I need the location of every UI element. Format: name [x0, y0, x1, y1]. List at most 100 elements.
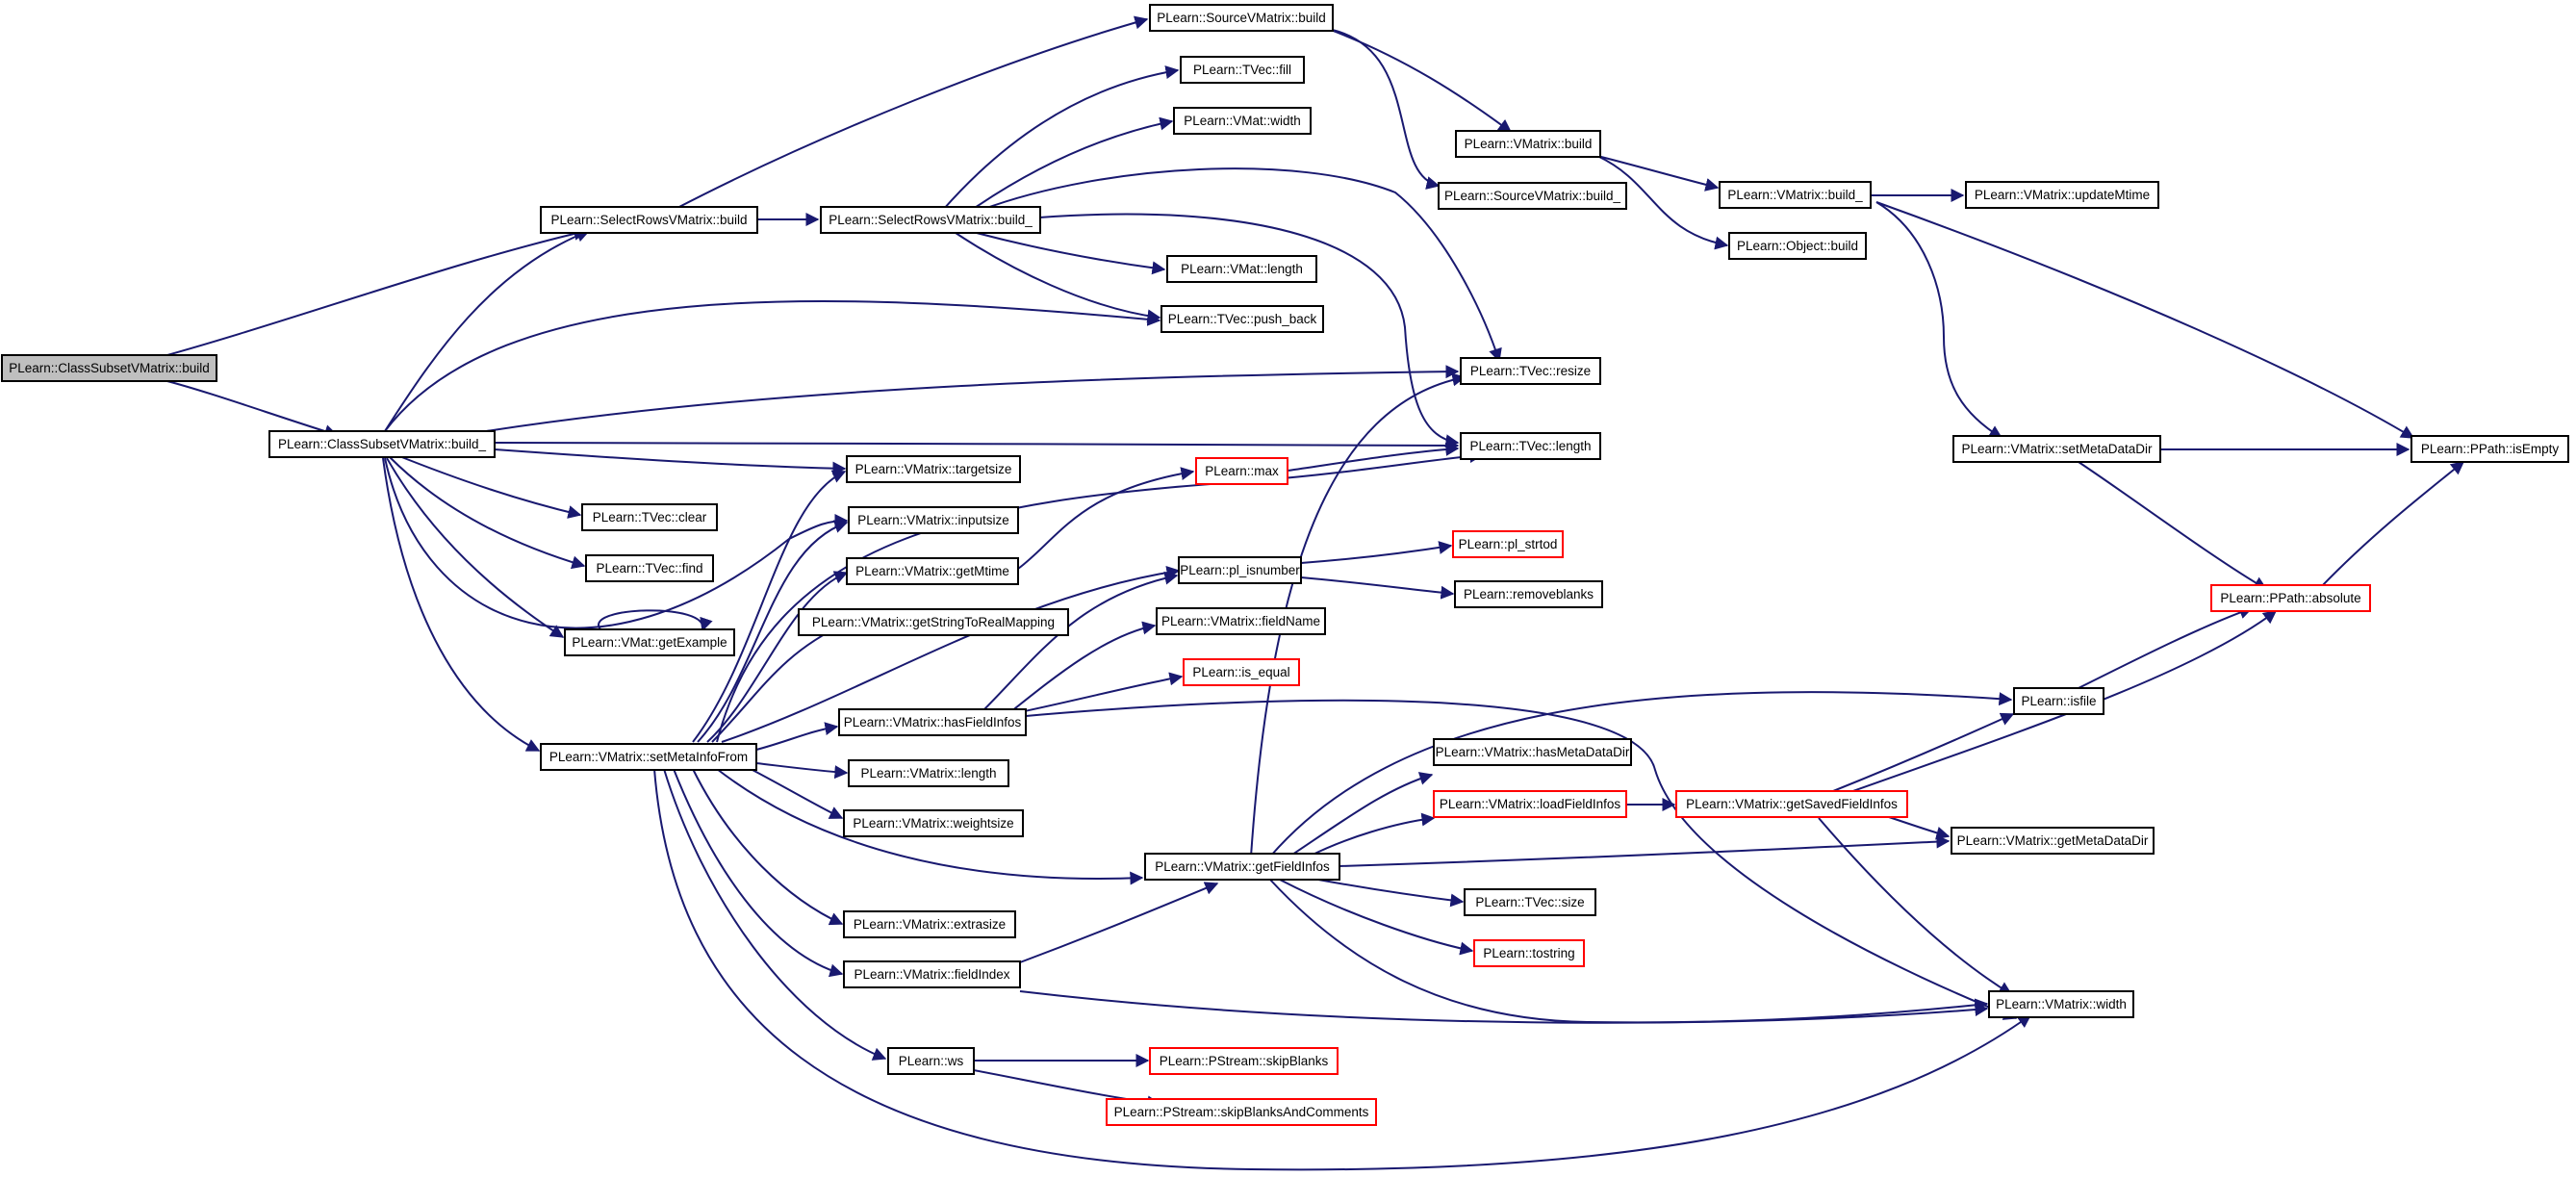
edge-srvbuild_-tveclength: [1038, 213, 1460, 448]
node-vmatrix-build_[interactable]: PLearn::VMatrix::build_: [1719, 181, 1872, 209]
svg-text:PLearn::pl_strtod: PLearn::pl_strtod: [1459, 537, 1558, 551]
svg-text:PLearn::ClassSubsetVMatrix::bu: PLearn::ClassSubsetVMatrix::build: [9, 361, 210, 375]
node-isfile[interactable]: PLearn::isfile: [2013, 687, 2104, 715]
node-vmat-width[interactable]: PLearn::VMat::width: [1173, 107, 1312, 135]
svg-text:PLearn::PPath::absolute: PLearn::PPath::absolute: [2220, 591, 2360, 605]
node-vmatrix-getsavedfieldinfos[interactable]: PLearn::VMatrix::getSavedFieldInfos: [1675, 790, 1908, 818]
node-vmatrix-targetsize[interactable]: PLearn::VMatrix::targetsize: [846, 455, 1021, 483]
edge-csvbuild_-tveclength: [494, 438, 1460, 452]
edge-srvbuild_-vmatlength: [961, 228, 1166, 275]
node-vmatrix-loadfieldinfos[interactable]: PLearn::VMatrix::loadFieldInfos: [1433, 790, 1627, 818]
node-vmatrix-hasmetadatadir[interactable]: PLearn::VMatrix::hasMetaDataDir: [1433, 738, 1632, 766]
svg-text:PLearn::TVec::fill: PLearn::TVec::fill: [1193, 63, 1291, 77]
node-tvec-find[interactable]: PLearn::TVec::find: [585, 554, 714, 582]
nodes: PLearn::ClassSubsetVMatrix::build PLearn…: [1, 4, 2569, 1126]
svg-text:PLearn::SelectRowsVMatrix::bui: PLearn::SelectRowsVMatrix::build: [550, 213, 747, 227]
edge-srvbuild_-fill: [942, 65, 1180, 211]
edge-smif-getfieldinfos: [716, 768, 1144, 885]
edge-vmbuild_-setmetadatadir: [1875, 201, 2003, 439]
node-vmatrix-setmetadatadir[interactable]: PLearn::VMatrix::setMetaDataDir: [1952, 435, 2161, 463]
edge-svmbuild-svmbuild_: [1327, 28, 1441, 190]
node-pstream-skipblanksandcomments[interactable]: PLearn::PStream::skipBlanksAndComments: [1106, 1098, 1377, 1126]
svg-text:PLearn::SourceVMatrix::build_: PLearn::SourceVMatrix::build_: [1444, 189, 1621, 203]
node-ws[interactable]: PLearn::ws: [887, 1047, 975, 1075]
node-vmatrix-width[interactable]: PLearn::VMatrix::width: [1988, 990, 2134, 1018]
node-pl_isnumber[interactable]: PLearn::pl_isnumber: [1178, 556, 1302, 584]
node-pstream-skipblanks[interactable]: PLearn::PStream::skipBlanks: [1149, 1047, 1339, 1075]
node-object-build[interactable]: PLearn::Object::build: [1728, 232, 1867, 260]
node-vmatrix-getfieldinfos[interactable]: PLearn::VMatrix::getFieldInfos: [1144, 853, 1340, 881]
node-classsubsetvmatrix-build_[interactable]: PLearn::ClassSubsetVMatrix::build_: [268, 430, 496, 458]
node-selectrowsvmatrix-build[interactable]: PLearn::SelectRowsVMatrix::build: [540, 206, 758, 234]
node-ppath-absolute[interactable]: PLearn::PPath::absolute: [2210, 584, 2371, 612]
svg-text:PLearn::ws: PLearn::ws: [899, 1054, 964, 1068]
node-selectrowsvmatrix-build_[interactable]: PLearn::SelectRowsVMatrix::build_: [820, 206, 1041, 234]
edge-smif-hasfieldinfos: [755, 722, 839, 751]
node-vmat-getexample[interactable]: PLearn::VMat::getExample: [564, 628, 735, 656]
node-is_equal[interactable]: PLearn::is_equal: [1183, 658, 1300, 686]
svg-text:PLearn::VMatrix::fieldName: PLearn::VMatrix::fieldName: [1161, 614, 1320, 628]
svg-text:PLearn::isfile: PLearn::isfile: [2021, 694, 2096, 708]
svg-text:PLearn::is_equal: PLearn::is_equal: [1192, 665, 1289, 679]
node-vmatrix-weightsize[interactable]: PLearn::VMatrix::weightsize: [843, 809, 1024, 837]
svg-text:PLearn::VMatrix::getFieldInfos: PLearn::VMatrix::getFieldInfos: [1155, 859, 1330, 874]
svg-text:PLearn::removeblanks: PLearn::removeblanks: [1464, 587, 1594, 601]
node-vmat-length[interactable]: PLearn::VMat::length: [1166, 255, 1317, 283]
node-classsubsetvmatrix-build[interactable]: PLearn::ClassSubsetVMatrix::build: [1, 354, 217, 382]
edge-csvbuild-csvbuild_: [163, 379, 339, 438]
node-tvec-fill[interactable]: PLearn::TVec::fill: [1180, 56, 1305, 84]
edge-vmbuild_-isempty: [1875, 201, 2415, 439]
node-removeblanks[interactable]: PLearn::removeblanks: [1454, 580, 1603, 608]
node-vmatrix-build[interactable]: PLearn::VMatrix::build: [1455, 130, 1601, 158]
svg-text:PLearn::TVec::length: PLearn::TVec::length: [1469, 439, 1591, 453]
edge-gfi-resize: [1250, 372, 1467, 857]
svg-text:PLearn::VMatrix::targetsize: PLearn::VMatrix::targetsize: [855, 462, 1012, 476]
edge-gfi-tvecsize: [1317, 879, 1465, 908]
edge-csvbuild_-targetsize: [494, 448, 847, 475]
node-vmatrix-fieldindex[interactable]: PLearn::VMatrix::fieldIndex: [843, 960, 1021, 988]
svg-text:PLearn::SelectRowsVMatrix::bui: PLearn::SelectRowsVMatrix::build_: [829, 213, 1033, 227]
svg-text:PLearn::pl_isnumber: PLearn::pl_isnumber: [1180, 563, 1300, 577]
node-vmatrix-getmtime[interactable]: PLearn::VMatrix::getMtime: [846, 557, 1019, 585]
node-tvec-length[interactable]: PLearn::TVec::length: [1460, 432, 1601, 460]
edge-csvbuild_-srvbuild: [384, 229, 591, 432]
node-vmatrix-getstringtorealmapping[interactable]: PLearn::VMatrix::getStringToRealMapping: [798, 608, 1069, 636]
edge-csvbuild_-resize: [461, 365, 1460, 436]
node-vmatrix-hasfieldinfos[interactable]: PLearn::VMatrix::hasFieldInfos: [838, 708, 1027, 736]
node-tvec-clear[interactable]: PLearn::TVec::clear: [581, 503, 718, 531]
edge-csvbuild_-pushback: [384, 300, 1161, 432]
node-vmatrix-inputsize[interactable]: PLearn::VMatrix::inputsize: [848, 506, 1019, 534]
edge-srvbuild-svmbuild: [673, 15, 1149, 211]
svg-text:PLearn::Object::build: PLearn::Object::build: [1737, 239, 1858, 253]
node-vmatrix-length[interactable]: PLearn::VMatrix::length: [848, 759, 1009, 787]
svg-text:PLearn::VMatrix::width: PLearn::VMatrix::width: [1996, 997, 2127, 1011]
edge-smif-weightsize: [750, 768, 844, 819]
edge-gsfi-getmetadatadir: [1885, 815, 1951, 840]
node-vmatrix-updatemtime[interactable]: PLearn::VMatrix::updateMtime: [1965, 181, 2159, 209]
svg-text:PLearn::VMatrix::getMetaDataDi: PLearn::VMatrix::getMetaDataDir: [1957, 833, 2149, 848]
node-vmatrix-extrasize[interactable]: PLearn::VMatrix::extrasize: [843, 910, 1016, 938]
node-sourcevmatrix-build[interactable]: PLearn::SourceVMatrix::build: [1149, 4, 1334, 32]
svg-text:PLearn::VMatrix::extrasize: PLearn::VMatrix::extrasize: [854, 917, 1006, 932]
edge-smif-vmlength: [755, 762, 849, 780]
node-tvec-push_back[interactable]: PLearn::TVec::push_back: [1160, 305, 1324, 333]
svg-text:PLearn::VMatrix::setMetaDataDi: PLearn::VMatrix::setMetaDataDir: [1961, 442, 2153, 456]
node-tvec-resize[interactable]: PLearn::TVec::resize: [1460, 357, 1601, 385]
svg-text:PLearn::VMatrix::fieldIndex: PLearn::VMatrix::fieldIndex: [854, 967, 1009, 982]
node-tostring[interactable]: PLearn::tostring: [1473, 939, 1585, 967]
node-vmatrix-getmetadatadir[interactable]: PLearn::VMatrix::getMetaDataDir: [1951, 827, 2155, 855]
edge-csvbuild_-clear: [394, 453, 582, 519]
edge-csvbuild_-getexample: [386, 457, 565, 638]
node-sourcevmatrix-build_[interactable]: PLearn::SourceVMatrix::build_: [1438, 182, 1627, 210]
node-vmatrix-setmetainfofrom[interactable]: PLearn::VMatrix::setMetaInfoFrom: [540, 743, 757, 771]
edge-vmbuild-vmbuild_: [1596, 155, 1720, 192]
node-vmatrix-fieldname[interactable]: PLearn::VMatrix::fieldName: [1156, 607, 1326, 635]
node-pl_strtod[interactable]: PLearn::pl_strtod: [1452, 530, 1564, 558]
svg-text:PLearn::TVec::push_back: PLearn::TVec::push_back: [1168, 312, 1317, 326]
node-tvec-size[interactable]: PLearn::TVec::size: [1464, 888, 1596, 916]
node-ppath-isempty[interactable]: PLearn::PPath::isEmpty: [2410, 435, 2569, 463]
edge-gfi-hasmetadatadir: [1288, 772, 1434, 857]
node-max[interactable]: PLearn::max: [1195, 457, 1288, 485]
edge-hfi-vmwidth: [1025, 699, 2018, 1020]
